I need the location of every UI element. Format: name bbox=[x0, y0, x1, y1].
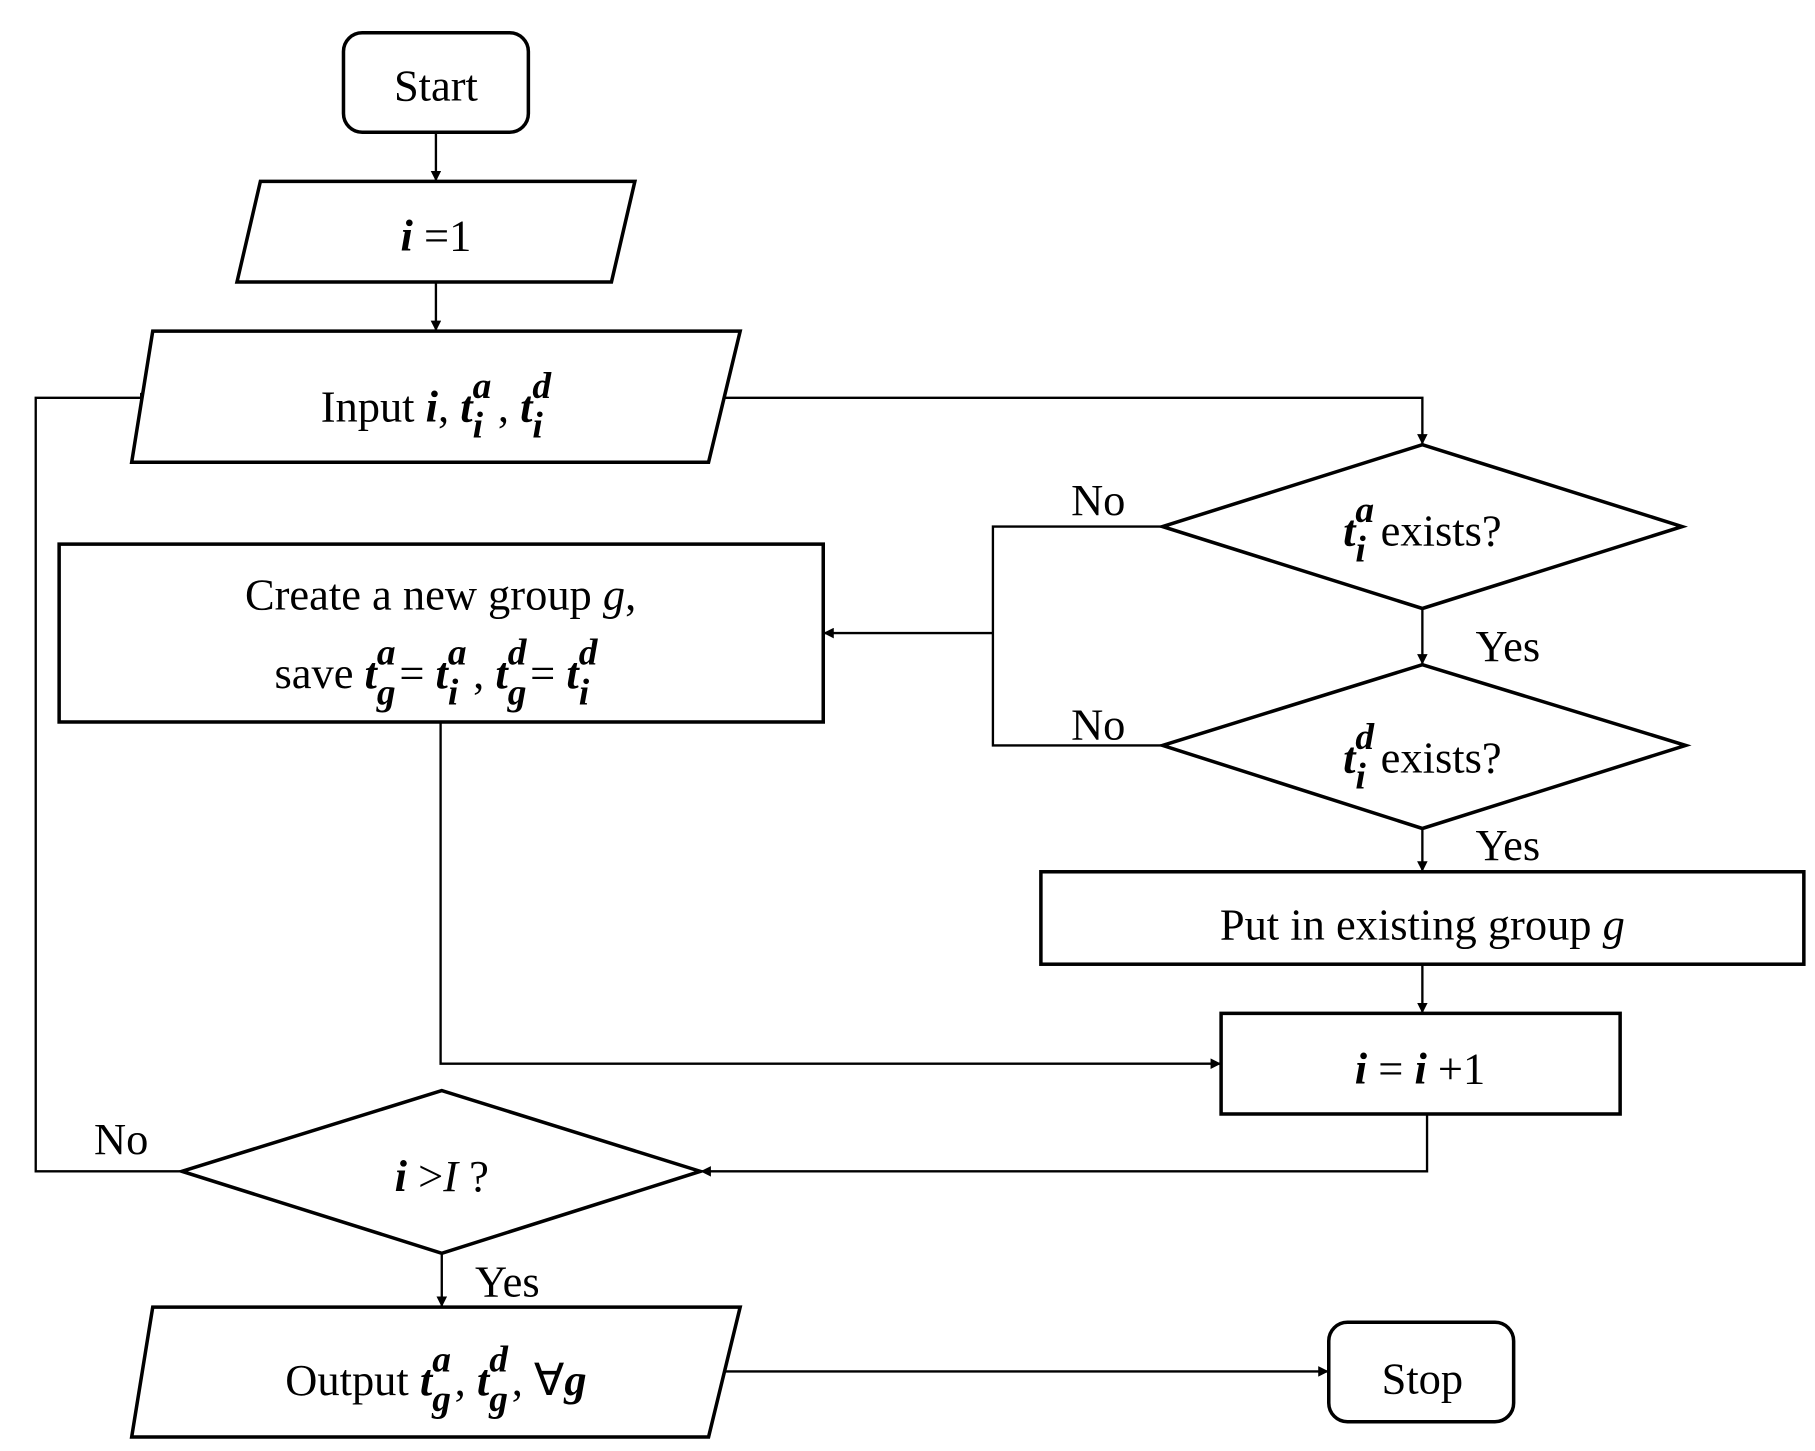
math-subscript: i bbox=[1355, 757, 1366, 798]
math-subscript: g bbox=[488, 1379, 508, 1420]
math-subscript: i bbox=[1355, 530, 1366, 571]
math-reset bbox=[543, 381, 547, 431]
math-base: t bbox=[520, 381, 534, 431]
increment-process bbox=[1219, 1011, 1622, 1116]
math-base: t bbox=[477, 1355, 491, 1405]
math-superscript: d bbox=[489, 1339, 509, 1380]
put-label: Put in existing group g bbox=[1220, 900, 1625, 950]
text-segment: i bbox=[401, 210, 414, 260]
math-base: t bbox=[495, 648, 509, 698]
text-segment: g bbox=[603, 570, 625, 620]
text-segment: i bbox=[1414, 1044, 1427, 1094]
check-a-decision bbox=[1156, 442, 1688, 611]
math-reset bbox=[589, 648, 593, 698]
text-segment: Start bbox=[394, 61, 479, 111]
edge-label-yes-d: Yes bbox=[1475, 820, 1540, 870]
text-segment: ? bbox=[458, 1151, 489, 1201]
math-subscript: i bbox=[448, 672, 459, 713]
stop-label: Stop bbox=[1382, 1354, 1464, 1404]
math-base: t bbox=[1343, 505, 1357, 555]
math-base: t bbox=[566, 648, 580, 698]
math-subscript: i bbox=[579, 672, 590, 713]
math-base: t bbox=[365, 648, 379, 698]
text-segment: Input bbox=[321, 381, 426, 431]
text-segment: , bbox=[438, 381, 460, 431]
text-segment: , bbox=[455, 1355, 477, 1405]
math-superscript: d bbox=[508, 633, 528, 674]
text-segment: = bbox=[530, 648, 566, 698]
text-segment: i bbox=[426, 381, 439, 431]
increment-label: i = i +1 bbox=[1355, 1044, 1485, 1094]
edge-label-no-end: No bbox=[94, 1114, 148, 1164]
math-superscript: d bbox=[579, 633, 599, 674]
math-superscript: a bbox=[432, 1339, 451, 1380]
arrow-check-end-no-loop bbox=[34, 392, 183, 1173]
math-base: t bbox=[1343, 732, 1357, 782]
math-subscript: i bbox=[532, 406, 543, 447]
text-segment: Stop bbox=[1382, 1354, 1464, 1404]
edge-label-no-a: No bbox=[1071, 475, 1125, 525]
math-subscript: i bbox=[473, 406, 484, 447]
edge-label-yes-a: Yes bbox=[1475, 621, 1540, 671]
start-terminal bbox=[341, 31, 531, 134]
stop-terminal bbox=[1327, 1320, 1516, 1424]
text-segment: , bbox=[462, 648, 495, 698]
connectors bbox=[34, 132, 1429, 1377]
arrow-increment-to-check-end bbox=[700, 1113, 1429, 1177]
input-io bbox=[129, 329, 743, 464]
text-segment: i bbox=[1355, 1044, 1368, 1094]
math-base: t bbox=[420, 1355, 434, 1405]
create-group-process bbox=[57, 542, 826, 724]
text-segment: = bbox=[1367, 1044, 1414, 1094]
text-segment: > bbox=[407, 1151, 443, 1201]
output-io bbox=[129, 1305, 743, 1439]
text-segment: = bbox=[399, 648, 435, 698]
check-end-label: i >I ? bbox=[395, 1151, 489, 1201]
math-superscript: a bbox=[377, 633, 396, 674]
math-superscript: d bbox=[532, 366, 552, 407]
math-superscript: a bbox=[1355, 490, 1374, 531]
math-superscript: a bbox=[473, 366, 492, 407]
text-segment: Output bbox=[285, 1355, 420, 1405]
math-base: t bbox=[460, 381, 474, 431]
text-segment: g bbox=[1603, 900, 1625, 950]
math-subscript: g bbox=[376, 672, 396, 713]
line-check-a-no bbox=[991, 525, 1163, 747]
text-segment: Create a new group bbox=[245, 570, 603, 620]
math-subscript: g bbox=[431, 1379, 451, 1420]
put-in-group-process bbox=[1039, 870, 1806, 966]
math-base: t bbox=[436, 648, 450, 698]
check-d-decision bbox=[1156, 662, 1692, 831]
text-segment: exists? bbox=[1370, 505, 1502, 555]
text-segment: , ∀ bbox=[512, 1355, 565, 1405]
create-label-line1: Create a new group g, bbox=[245, 570, 636, 620]
text-segment: +1 bbox=[1427, 1044, 1485, 1094]
check-end-decision bbox=[176, 1088, 707, 1256]
init-label: i =1 bbox=[401, 210, 472, 260]
edge-label-yes-end: Yes bbox=[475, 1257, 540, 1307]
start-label: Start bbox=[394, 61, 479, 111]
math-subscript: g bbox=[507, 672, 527, 713]
arrow-input-to-check-a bbox=[723, 396, 1428, 445]
text-segment: =1 bbox=[413, 210, 471, 260]
text-segment: g bbox=[563, 1355, 586, 1405]
math-superscript: a bbox=[448, 633, 467, 674]
arrow-create-to-increment bbox=[439, 721, 1222, 1069]
text-segment: i bbox=[395, 1151, 408, 1201]
text-segment: , bbox=[625, 570, 636, 620]
init-io bbox=[234, 179, 638, 284]
text-segment: exists? bbox=[1370, 732, 1502, 782]
math-superscript: d bbox=[1355, 717, 1375, 758]
text-segment: , bbox=[487, 381, 520, 431]
text-segment: I bbox=[442, 1151, 460, 1201]
text-segment: Put in existing group bbox=[1220, 900, 1603, 950]
text-segment: save bbox=[274, 648, 364, 698]
edge-label-no-d: No bbox=[1071, 700, 1125, 750]
